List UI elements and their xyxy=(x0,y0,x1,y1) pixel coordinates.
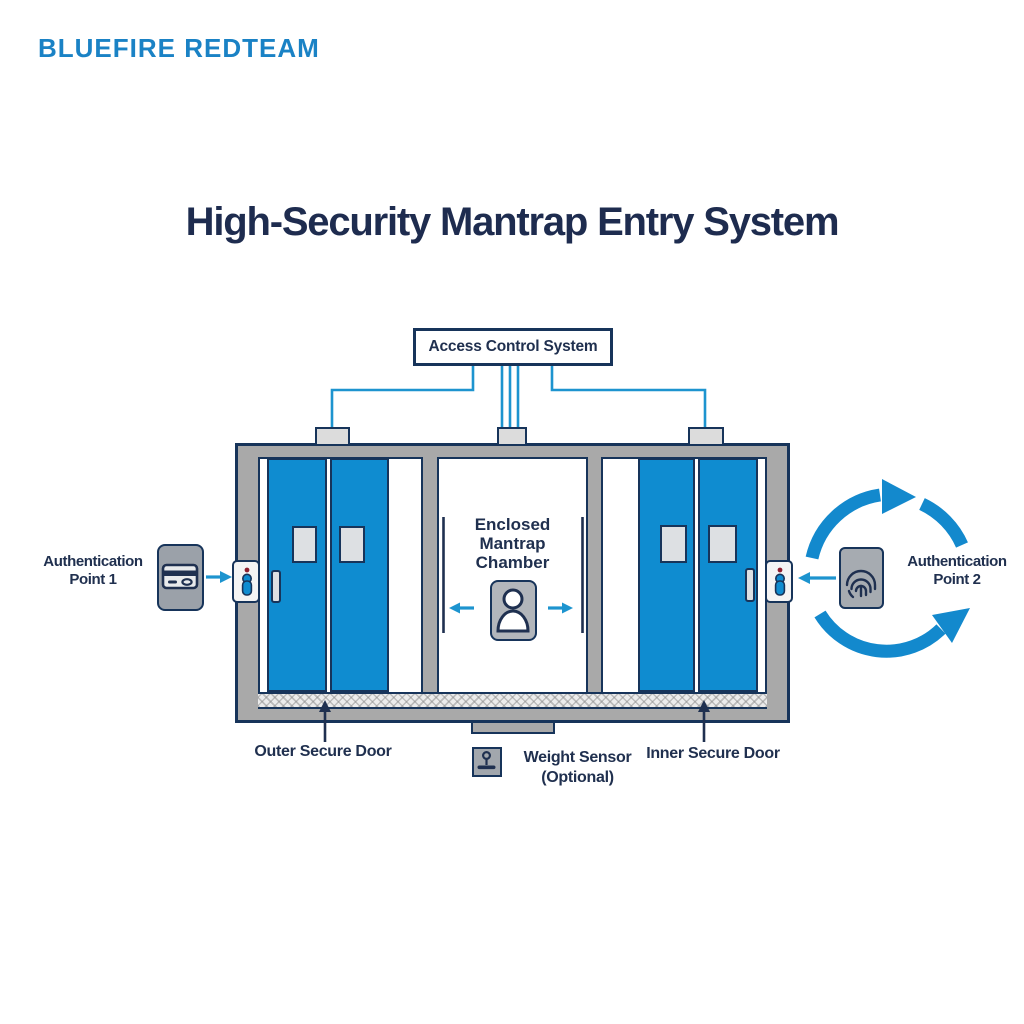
wall-badge-reader-icon xyxy=(232,560,260,603)
inner-door-panel-right xyxy=(698,458,758,692)
person-glyph xyxy=(496,588,530,633)
wall-reader-glyph xyxy=(774,567,786,596)
auth2-line2: Point 2 xyxy=(933,571,981,588)
weight-sensor-line1: Weight Sensor xyxy=(523,749,632,766)
brand-logo: BLUEFIRE REDTEAM xyxy=(38,33,320,63)
wiring-lines xyxy=(330,366,707,427)
inner-secure-door-label: Inner Secure Door xyxy=(646,745,780,762)
person-icon xyxy=(490,580,537,641)
auth1-line2: Point 1 xyxy=(69,571,117,588)
wiring-junction-right xyxy=(688,427,724,446)
weight-sensor-icon xyxy=(472,747,502,777)
chamber-label: Enclosed Mantrap Chamber xyxy=(437,515,588,572)
mantrap-chamber xyxy=(437,457,588,694)
auth2-line1: Authentication xyxy=(907,553,1007,570)
door-window xyxy=(292,526,317,563)
chamber-label-line3: Chamber xyxy=(475,553,550,572)
authentication-point-1-label: Authentication Point 1 xyxy=(28,553,158,589)
page-title: High-Security Mantrap Entry System xyxy=(185,200,840,244)
inner-door-panel-left xyxy=(638,458,695,692)
card-reader-icon xyxy=(157,544,204,611)
fingerprint-scanner-icon xyxy=(839,547,884,609)
outer-door-panel-right xyxy=(330,458,389,692)
door-window xyxy=(708,525,737,563)
door-handle xyxy=(745,568,755,602)
outer-secure-door-label: Outer Secure Door xyxy=(254,743,392,760)
chamber-label-line1: Enclosed xyxy=(474,515,551,534)
door-handle xyxy=(271,570,281,603)
fingerprint-glyph xyxy=(845,569,877,599)
chamber-label-line2: Mantrap xyxy=(479,534,546,553)
weight-sensor-line2: (Optional) xyxy=(541,769,614,786)
wall-reader-glyph xyxy=(241,567,253,596)
weight-sensor-glyph xyxy=(477,750,496,770)
authentication-point-2-label: Authentication Point 2 xyxy=(892,553,1022,589)
weight-sensor-label: Weight Sensor (Optional) xyxy=(510,748,645,788)
auth1-line1: Authentication xyxy=(43,553,143,570)
wiring-junction-center xyxy=(497,427,527,446)
wiring-junction-left xyxy=(315,427,350,446)
wall-badge-reader-icon xyxy=(765,560,793,603)
access-control-system-label: Access Control System xyxy=(428,338,598,355)
door-window xyxy=(660,525,687,563)
card-glyph xyxy=(161,563,199,590)
chamber-floor-strip xyxy=(258,692,767,709)
access-control-system-box: Access Control System xyxy=(413,328,613,366)
door-window xyxy=(339,526,365,563)
